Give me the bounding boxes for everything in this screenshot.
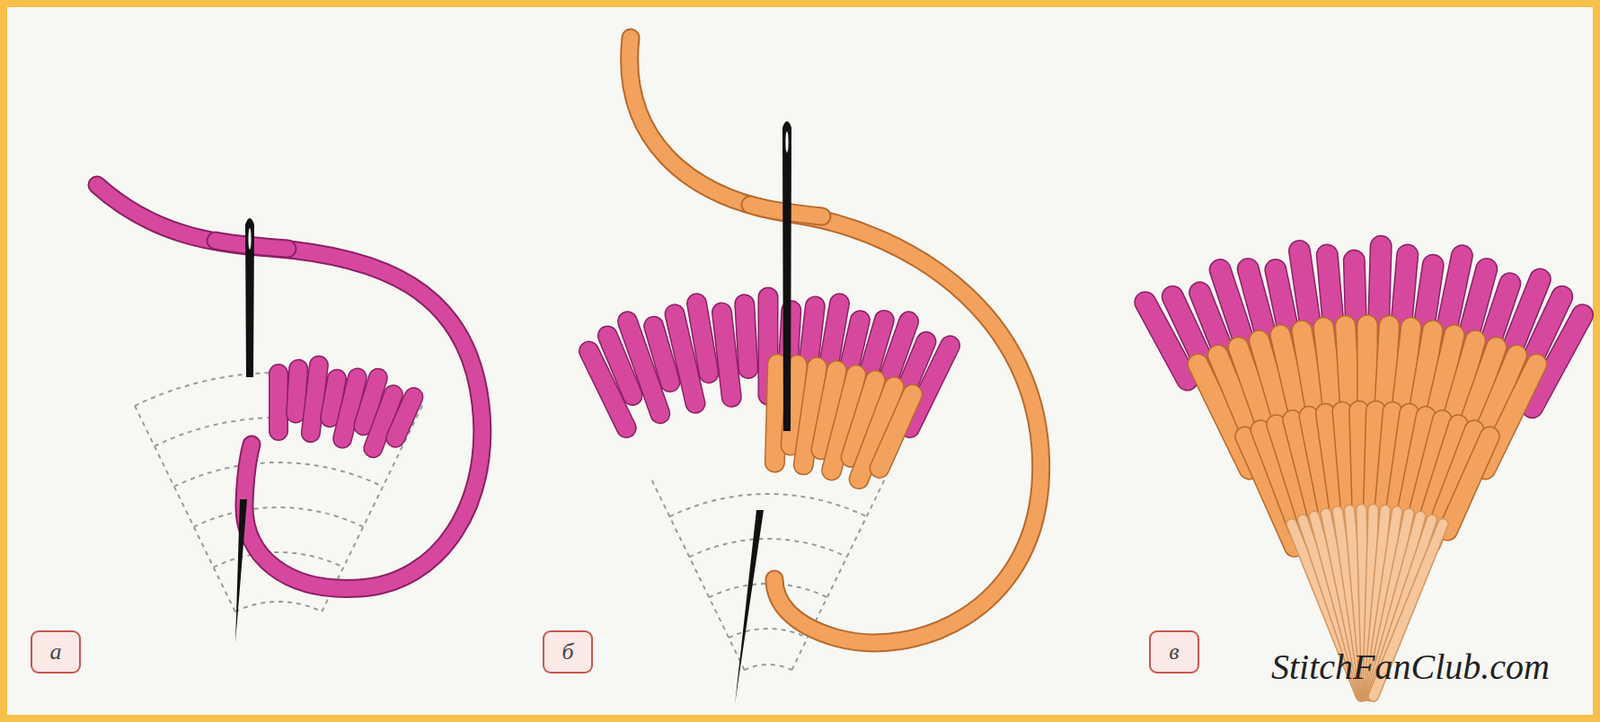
panel-label-box: а [30, 630, 81, 674]
stitch [744, 304, 749, 370]
needle [245, 218, 255, 378]
stitch [1145, 302, 1188, 381]
stitch [1359, 410, 1362, 514]
panel-label-box: б [542, 630, 593, 674]
stitch [1359, 410, 1362, 514]
stitch [329, 379, 337, 418]
panel-letter: в [1168, 640, 1179, 664]
stitch [774, 363, 778, 463]
needle-eye [247, 228, 251, 250]
stitch [1145, 302, 1188, 381]
stitch [790, 364, 797, 446]
needle-point [235, 499, 248, 644]
stitch [329, 379, 337, 418]
threads [97, 37, 1042, 644]
stitch [697, 303, 709, 374]
thread [629, 37, 1042, 644]
thread [97, 185, 483, 589]
stitch [295, 369, 299, 415]
stitch [697, 303, 709, 374]
stitch [270, 373, 288, 432]
needle-eye [785, 131, 788, 153]
stitch [744, 304, 749, 370]
panel-letter: б [561, 640, 574, 664]
needle [782, 121, 792, 432]
stitch [310, 365, 319, 434]
stitch [295, 369, 299, 415]
stitch [654, 326, 671, 382]
stitch [879, 394, 913, 469]
stitch [654, 326, 671, 382]
stitch [721, 312, 732, 398]
stitch [395, 397, 414, 439]
stitch [721, 312, 732, 398]
stitch [1447, 436, 1490, 531]
panel-label-box: в [1149, 630, 1200, 674]
thread [97, 185, 483, 589]
stitch [395, 397, 414, 439]
stitch [879, 394, 913, 469]
stitch [1447, 436, 1490, 531]
stitch [790, 364, 797, 446]
stitch [268, 373, 289, 432]
panel-letter: а [50, 640, 62, 664]
stitch [310, 365, 319, 434]
thread [629, 37, 1042, 644]
needle-point [734, 510, 764, 705]
stitch [774, 363, 778, 463]
watermark: StitchFanClub.com [1271, 645, 1550, 689]
needles [235, 121, 792, 705]
